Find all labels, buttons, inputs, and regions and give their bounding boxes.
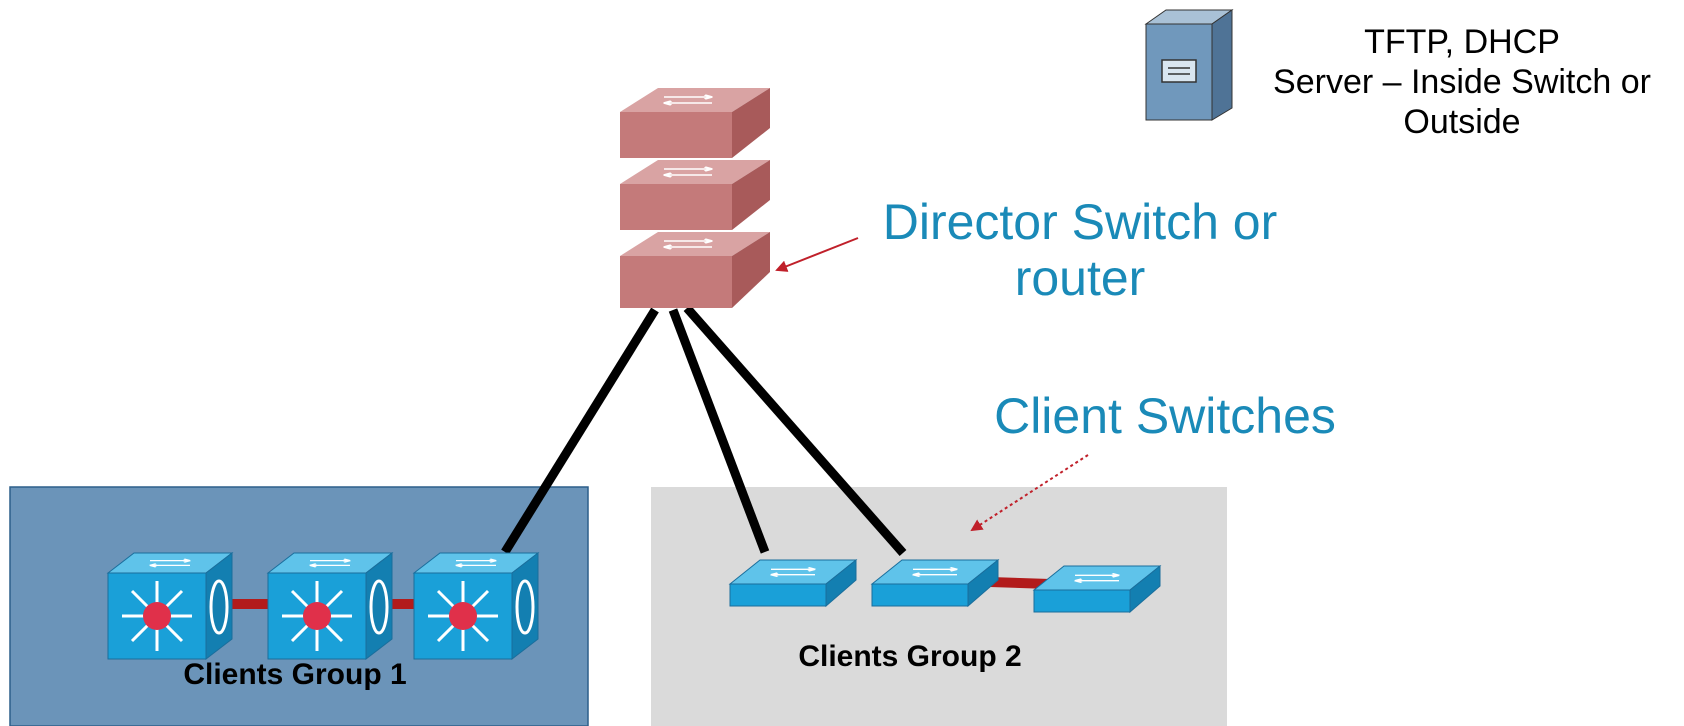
group1-switch-2 xyxy=(266,551,394,661)
server-label-line1: TFTP, DHCP xyxy=(1364,23,1560,61)
group2-link xyxy=(989,577,1051,589)
group2-switch-b xyxy=(870,558,1000,608)
server-icon xyxy=(1144,9,1234,121)
director-label-line2: router xyxy=(1014,250,1146,306)
director-switch-icon xyxy=(620,88,770,308)
group2-switch-a xyxy=(728,558,858,608)
link-director-switch-b xyxy=(683,305,907,556)
group2-switch-c xyxy=(1032,564,1162,614)
link-director-group1 xyxy=(501,307,659,555)
director-pointer-arrow xyxy=(775,237,859,272)
server-label-line3: Outside xyxy=(1403,103,1521,141)
group1-switch-3 xyxy=(412,551,540,661)
client-switches-label: Client Switches xyxy=(994,388,1336,444)
server-label: TFTP, DHCP Server – Inside Switch or Out… xyxy=(1240,22,1684,142)
director-switch-unit-top xyxy=(620,88,770,158)
director-switch-unit-middle xyxy=(620,160,770,230)
director-label-line1: Director Switch or xyxy=(882,194,1278,250)
group1-switch-1 xyxy=(106,551,234,661)
director-label: Director Switch or router xyxy=(860,194,1300,306)
group2-label: Clients Group 2 xyxy=(798,640,1022,673)
link-director-switch-a xyxy=(668,308,770,554)
server-label-line2: Server – Inside Switch or xyxy=(1273,63,1651,101)
client-switches-pointer-arrow xyxy=(970,454,1089,532)
director-switch-unit-bottom xyxy=(620,232,770,308)
group1-label: Clients Group 1 xyxy=(183,658,407,691)
